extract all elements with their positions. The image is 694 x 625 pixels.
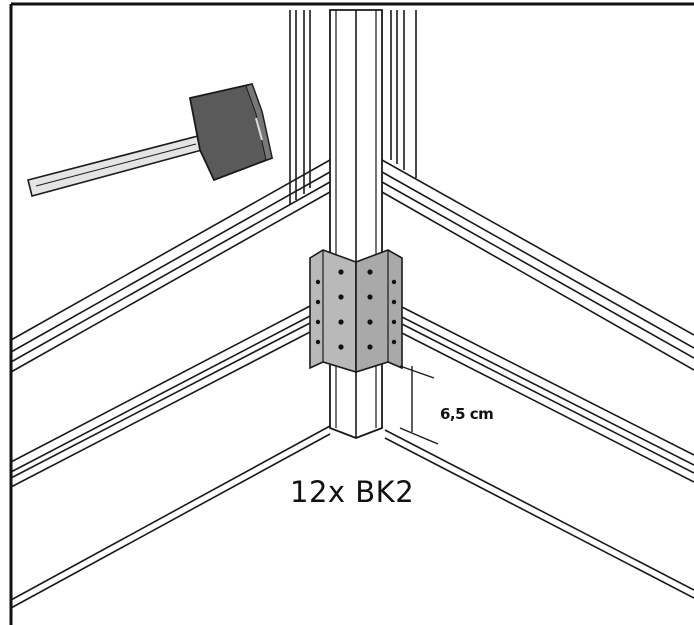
quantity-label: 12x BK2 [290, 475, 414, 509]
dimension-marker [399, 365, 439, 445]
hammer-icon [27, 82, 274, 197]
corner-bracket-icon [309, 249, 403, 374]
left-wall-rails [10, 159, 331, 609]
corner-post [329, 9, 383, 439]
right-wall-rails [381, 159, 694, 599]
frame-border [9, 2, 694, 625]
dimension-label: 6,5 cm [440, 405, 493, 423]
back-post [289, 10, 417, 205]
